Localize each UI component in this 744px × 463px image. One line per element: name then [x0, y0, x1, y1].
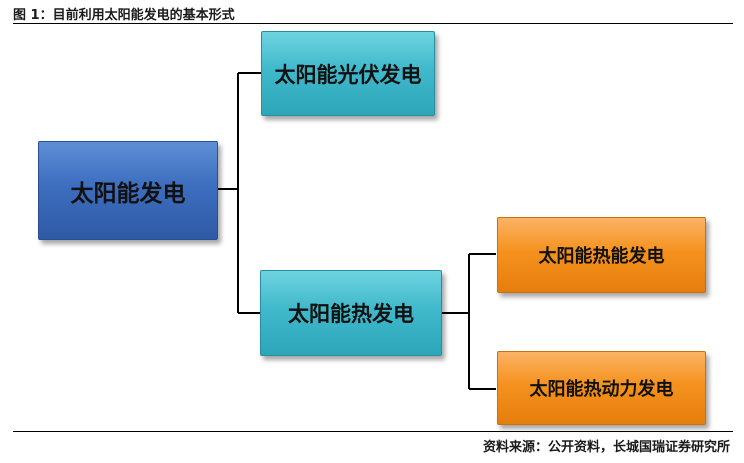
- figure-title: 图 1：目前利用太阳能发电的基本形式: [13, 8, 235, 23]
- node-thermal-energy: 太阳能热能发电: [497, 217, 706, 293]
- node-thermal-power: 太阳能热发电: [260, 270, 442, 356]
- node-thermal-energy-label: 太阳能热能发电: [538, 246, 665, 267]
- node-thermal-dynamic-label: 太阳能热动力发电: [529, 379, 674, 400]
- node-photovoltaic-label: 太阳能光伏发电: [274, 62, 422, 87]
- node-thermal-power-label: 太阳能热发电: [288, 302, 414, 326]
- node-solar-power: 太阳能发电: [38, 141, 218, 240]
- top-rule: [13, 23, 733, 24]
- node-photovoltaic: 太阳能光伏发电: [261, 31, 435, 116]
- node-solar-power-label: 太阳能发电: [70, 180, 186, 207]
- source-note: 资料来源：公开资料，长城国瑞证券研究所: [482, 440, 730, 455]
- bottom-rule: [13, 431, 733, 432]
- node-thermal-dynamic: 太阳能热动力发电: [497, 351, 706, 425]
